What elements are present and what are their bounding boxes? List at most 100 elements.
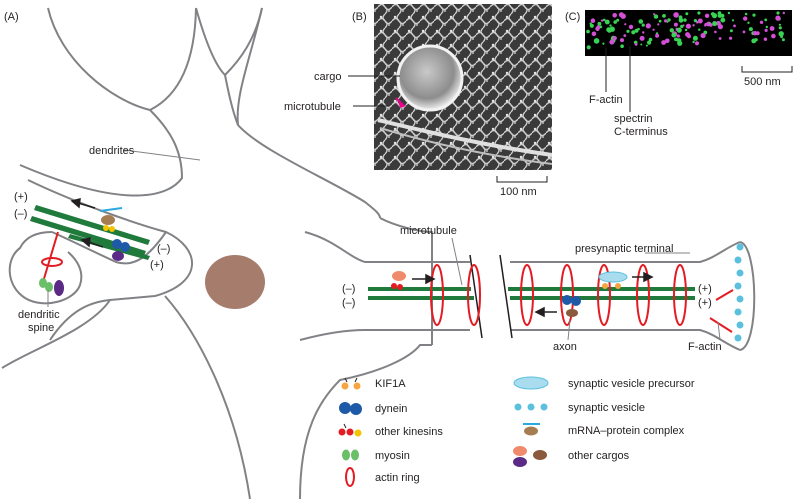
fluorescence-speckle [593,38,600,44]
fluorescence-speckle [680,24,684,29]
other-kinesins-icon [338,423,362,437]
axon-microtubules [368,287,695,300]
myosin-icon [342,449,359,461]
label-c-terminus: C-terminus [614,126,668,138]
label-presynaptic-terminal: presynaptic terminal [575,243,673,255]
label-dendritic: dendritic [18,309,60,321]
fluorescence-speckle [709,23,713,27]
terminal-factin [709,289,734,333]
fluorescence-speckle [658,19,662,23]
fluorescence-speckle [778,31,784,37]
fluorescence-speckle [778,26,782,30]
synaptic-vesicle-icon [514,403,548,411]
axon-cargo [391,271,628,317]
fluorescence-speckle [677,40,683,46]
fluorescence-speckle [720,17,726,23]
leader-lines-a [47,149,721,341]
polarity-axon-plus-2: (+) [698,297,712,309]
diagram-labels: dendrites dendritic spine microtubule pr… [18,71,781,353]
fluorescence-speckle [704,13,710,18]
soma-connector [299,231,366,341]
fluorescence-speckle [775,15,781,21]
neuron-outline [1,7,433,499]
fluorescence-speckle [602,42,605,45]
legend-synaptic-vesicle: synaptic vesicle [568,402,645,414]
fluorescence-speckle [653,14,659,19]
fluorescence-speckle [714,30,717,34]
fluorescence-speckle [665,38,670,44]
fluorescence-speckle [647,40,652,45]
fluorescence-speckle [676,34,680,38]
label-scale-b: 100 nm [500,186,537,198]
fluorescence-speckle [597,21,602,26]
fluorescence-speckle [616,18,620,22]
em-image [374,4,553,170]
fluorescence-speckle [747,21,750,24]
fluorescence-speckle [639,35,645,41]
kif1a-icon [341,377,361,390]
spine-myosin [39,278,64,296]
fluorescence-speckle [673,12,679,18]
synaptic-vesicles [734,243,744,342]
other-cargos-icon [513,446,547,467]
polarity-dend-minus-right: (–) [157,243,170,255]
fluorescence-speckle [692,24,695,27]
fluorescence-speckle [642,31,645,34]
fluorescence-speckle [657,23,660,26]
fluorescence-speckle [697,18,703,24]
dendrite-arrows [70,198,104,248]
label-microtubule-b: microtubule [284,101,341,113]
fluorescence-speckle [764,18,768,22]
fluorescence-speckle [609,39,615,45]
fluorescence-speckle [771,33,776,39]
fluorescence-speckle [673,22,678,27]
scale-bar-b [496,176,548,183]
polarity-dend-plus-top: (+) [14,191,28,203]
fluorescence-speckle [645,23,651,29]
fluorescence-speckle [780,35,783,39]
legend-dynein: dynein [375,403,407,415]
fluorescence-speckle [698,28,701,31]
fluorescence-speckle [653,13,656,16]
legend-icons [338,376,549,487]
dendrite-cargo [99,207,130,261]
fluorescence-speckle [648,37,653,42]
leader-lines-c [605,46,631,112]
fluorescence-speckle [712,21,718,27]
fluorescence-speckle [683,18,687,22]
fluorescence-speckle [609,24,612,27]
actin-rings [430,264,687,326]
fluorescence-speckle [752,13,756,17]
fluorescence-speckle [634,43,638,46]
fluorescence-speckle [711,13,718,19]
fluorescence-image [585,10,792,56]
polarity-dend-plus-right: (+) [150,259,164,271]
leader-lines-b [348,75,400,107]
fluorescence-speckle [640,43,643,46]
label-microtubule-a: microtubule [400,225,457,237]
fluorescence-speckle [667,18,671,22]
fluorescence-speckle [645,44,648,47]
label-factin-c: F-actin [589,94,623,106]
fluorescence-speckle [693,19,698,23]
label-scale-c: 500 nm [744,76,781,88]
legend-myosin: myosin [375,450,410,462]
fluorescence-speckle [636,28,639,31]
fluorescence-speckle [589,22,592,25]
fluorescence-speckle [692,40,695,44]
fluorescence-speckle [764,28,768,32]
label-factin-a: F-actin [688,341,722,353]
legend-labels: KIF1A dynein other kinesins myosin actin… [375,378,695,484]
mrna-protein-complex-icon [523,423,540,436]
fluorescence-speckle [727,11,731,15]
fluorescence-speckle [661,40,666,45]
legend-synaptic-vesicle-precursor: synaptic vesicle precursor [568,378,695,390]
fluorescence-speckle [729,36,733,40]
scale-bar-c [741,66,793,73]
fluorescence-speckle [729,29,733,33]
fluorescence-speckle [603,18,606,22]
fluorescence-speckle [590,18,596,24]
legend-mrna-protein-complex: mRNA–protein complex [568,425,685,437]
